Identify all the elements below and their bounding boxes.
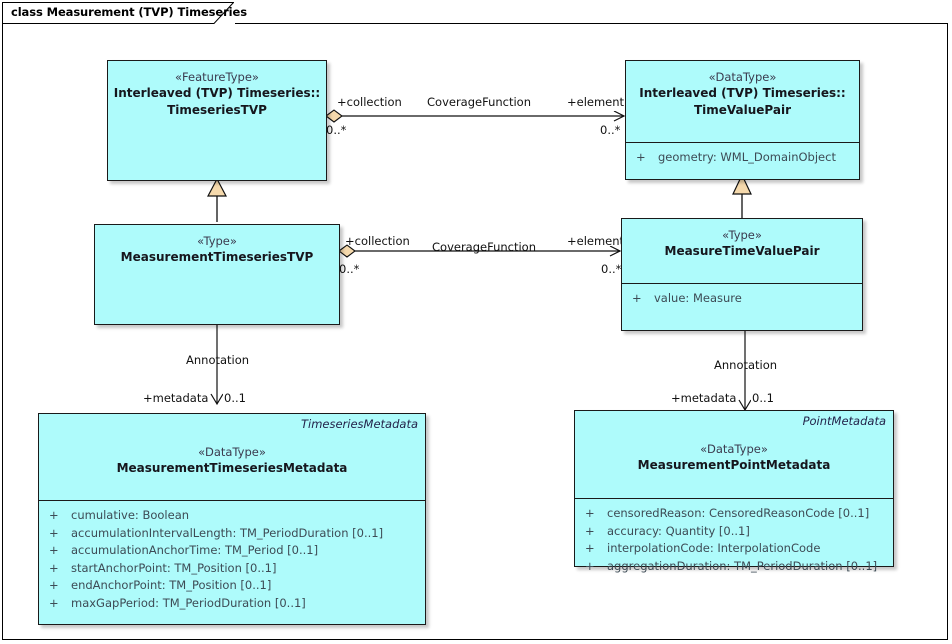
class-attributes-measurement-timeseries-metadata: + cumulative: Boolean + accumulationInte… (39, 501, 425, 618)
class-attributes-time-value-pair: + geometry: WML_DomainObject (626, 143, 859, 173)
annotation-left-role: +metadata (143, 391, 209, 405)
attribute-text: value: Measure (654, 291, 742, 305)
annotation-right-name: Annotation (714, 358, 778, 372)
class-name-line1: Interleaved (TVP) Timeseries:: (639, 86, 846, 100)
annotation-left-name: Annotation (186, 353, 250, 367)
attribute-text: maxGapPeriod: TM_PeriodDuration [0..1] (71, 595, 306, 610)
attribute-row: + geometry: WML_DomainObject (626, 149, 859, 167)
class-header-timeseries-tvp: «FeatureType» Interleaved (TVP) Timeseri… (108, 61, 326, 125)
class-stereotype: «Type» (722, 228, 762, 242)
tab-shape-icon (2, 2, 234, 24)
class-name-line1: MeasureTimeValuePair (664, 244, 820, 258)
class-header-measurement-timeseries-metadata: TimeseriesMetadata «DataType» Measuremen… (39, 414, 425, 501)
attribute-visibility: + (585, 523, 595, 538)
class-corner-tag: PointMetadata (802, 414, 886, 428)
attribute-row: + accumulationAnchorTime: TM_Period [0..… (39, 542, 425, 560)
class-header-time-value-pair: «DataType» Interleaved (TVP) Timeseries:… (626, 61, 859, 143)
coverage-top-name: CoverageFunction (427, 95, 532, 109)
class-name-line1: MeasurementPointMetadata (637, 458, 831, 472)
class-name-line1: Interleaved (TVP) Timeseries:: (113, 86, 321, 100)
attribute-visibility: + (585, 541, 595, 555)
class-corner-tag: TimeseriesMetadata (300, 417, 418, 431)
attribute-row: + censoredReason: CensoredReasonCode [0.… (575, 505, 893, 523)
diagram-title-tab: class Measurement (TVP) Timeseries (2, 2, 247, 24)
class-name-line2: TimeseriesTVP (167, 103, 267, 117)
attribute-text: censoredReason: CensoredReasonCode [0..1… (607, 506, 870, 520)
class-header-measurement-timeseries-tvp: «Type» MeasurementTimeseriesTVP (95, 225, 339, 272)
coverage-bottom-target-role: +element (567, 234, 625, 248)
class-header-measurement-point-metadata: PointMetadata «DataType» MeasurementPoin… (575, 411, 893, 499)
attribute-row: + value: Measure (622, 290, 862, 308)
coverage-bottom-source-role: +collection (345, 234, 410, 248)
attribute-text: interpolationCode: InterpolationCode (607, 541, 821, 555)
class-box-measurement-timeseries-tvp[interactable]: «Type» MeasurementTimeseriesTVP (94, 224, 340, 325)
class-box-timeseries-tvp[interactable]: «FeatureType» Interleaved (TVP) Timeseri… (107, 60, 327, 181)
attribute-visibility: + (49, 560, 59, 575)
attribute-row: + accuracy: Quantity [0..1] (575, 523, 893, 541)
class-name-line1: MeasurementTimeseriesTVP (120, 250, 314, 264)
attribute-text: accumulationIntervalLength: TM_PeriodDur… (71, 525, 384, 540)
attribute-visibility: + (49, 525, 59, 540)
diagram-frame (2, 23, 948, 640)
class-stereotype: «FeatureType» (175, 70, 259, 84)
coverage-top-source-role: +collection (337, 95, 402, 109)
attribute-text: geometry: WML_DomainObject (658, 150, 836, 164)
class-stereotype: «DataType» (708, 70, 777, 84)
attribute-text: aggregationDuration: TM_PeriodDuration [… (607, 558, 878, 573)
annotation-right-mult: 0..1 (752, 391, 774, 405)
attribute-visibility: + (636, 150, 646, 164)
attribute-text: accumulationAnchorTime: TM_Period [0..1] (71, 543, 319, 557)
attribute-visibility: + (49, 578, 59, 592)
attribute-text: cumulative: Boolean (71, 508, 190, 522)
coverage-top-source-mult: 0..* (326, 123, 347, 137)
attribute-visibility: + (49, 508, 59, 522)
attribute-visibility: + (632, 291, 642, 305)
coverage-bottom-target-mult: 0..* (601, 262, 622, 276)
attribute-row: + maxGapPeriod: TM_PeriodDuration [0..1] (39, 595, 425, 613)
class-attributes-measurement-point-metadata: + censoredReason: CensoredReasonCode [0.… (575, 499, 893, 581)
attribute-visibility: + (585, 558, 595, 573)
attribute-row: + accumulationIntervalLength: TM_PeriodD… (39, 525, 425, 543)
attribute-row: + cumulative: Boolean (39, 507, 425, 525)
class-header-measure-time-value-pair: «Type» MeasureTimeValuePair (622, 219, 862, 284)
coverage-top-target-role: +element (567, 95, 625, 109)
attribute-row: + interpolationCode: InterpolationCode (575, 540, 893, 558)
class-attributes-measure-time-value-pair: + value: Measure (622, 284, 862, 314)
attribute-visibility: + (585, 506, 595, 520)
class-stereotype: «DataType» (198, 445, 266, 459)
annotation-right-role: +metadata (671, 391, 737, 405)
class-box-measurement-timeseries-metadata[interactable]: TimeseriesMetadata «DataType» Measuremen… (38, 413, 426, 625)
attribute-row: + aggregationDuration: TM_PeriodDuration… (575, 558, 893, 576)
attribute-text: endAnchorPoint: TM_Position [0..1] (71, 578, 272, 592)
coverage-top-target-mult: 0..* (600, 123, 621, 137)
attribute-text: startAnchorPoint: TM_Position [0..1] (71, 560, 277, 575)
attribute-row: + endAnchorPoint: TM_Position [0..1] (39, 577, 425, 595)
class-stereotype: «Type» (197, 234, 237, 248)
diagram-frame-top-edge (235, 23, 948, 24)
annotation-left-mult: 0..1 (224, 391, 246, 405)
attribute-visibility: + (49, 595, 59, 610)
class-box-measurement-point-metadata[interactable]: PointMetadata «DataType» MeasurementPoin… (574, 410, 894, 573)
coverage-bottom-source-mult: 0..* (339, 262, 360, 276)
class-name-line2: TimeValuePair (693, 103, 792, 117)
attribute-text: accuracy: Quantity [0..1] (607, 523, 750, 538)
class-stereotype: «DataType» (700, 442, 768, 456)
class-box-measure-time-value-pair[interactable]: «Type» MeasureTimeValuePair + value: Mea… (621, 218, 863, 331)
coverage-bottom-name: CoverageFunction (432, 240, 537, 254)
diagram-title: class Measurement (TVP) Timeseries (11, 5, 247, 19)
attribute-visibility: + (49, 543, 59, 557)
class-name-line1: MeasurementTimeseriesMetadata (116, 461, 348, 475)
class-box-time-value-pair[interactable]: «DataType» Interleaved (TVP) Timeseries:… (625, 60, 860, 180)
attribute-row: + startAnchorPoint: TM_Position [0..1] (39, 560, 425, 578)
